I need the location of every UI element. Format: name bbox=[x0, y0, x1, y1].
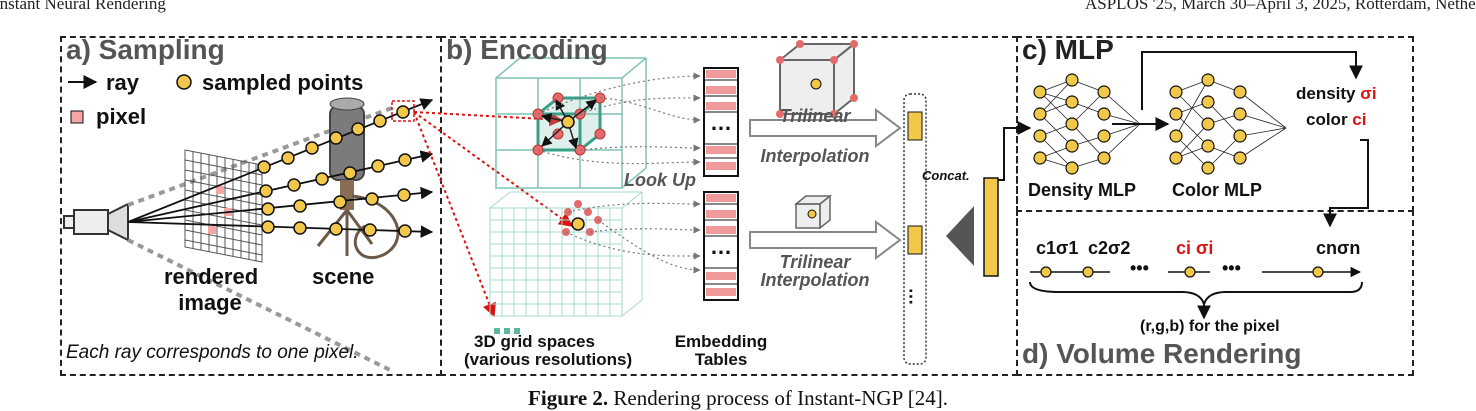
embedding-table-1 bbox=[703, 67, 739, 177]
camera-icon bbox=[63, 202, 129, 242]
interp-arrow-1 bbox=[749, 108, 902, 148]
color-output: color ci bbox=[1306, 110, 1367, 129]
sample-i: ci σi bbox=[1176, 238, 1214, 258]
trilinear-cube-large bbox=[777, 41, 857, 117]
interp-arrow-2 bbox=[749, 220, 902, 260]
lookup-label: Look Up bbox=[624, 170, 696, 190]
sample-2: c2σ2 bbox=[1088, 238, 1131, 258]
legend-points-label: sampled points bbox=[202, 70, 364, 95]
pixel-output-label: (r,g,b) for the pixel bbox=[1140, 318, 1280, 335]
concat-label: Concat. bbox=[922, 168, 970, 183]
sample-n: cnσn bbox=[1316, 238, 1361, 258]
title-volume-rendering: d) Volume Rendering bbox=[1022, 338, 1302, 369]
legend-pixel-label: pixel bbox=[96, 104, 147, 129]
legend-ray-label: ray bbox=[106, 70, 140, 95]
selected-point-box bbox=[391, 100, 415, 122]
sampling-note: Each ray corresponds to one pixel. bbox=[66, 342, 359, 363]
grid-label-1: 3D grid spaces bbox=[474, 332, 595, 351]
title-sampling: a) Sampling bbox=[66, 34, 225, 65]
sampled-points bbox=[257, 105, 412, 238]
title-mlp: c) MLP bbox=[1022, 34, 1114, 65]
tables-label-1: Embedding bbox=[674, 332, 768, 351]
legend-pixel-icon bbox=[70, 110, 84, 124]
dots-table-1: … bbox=[710, 110, 732, 135]
trilinear-label-2: Trilinear bbox=[779, 252, 851, 272]
sample-1: c1σ1 bbox=[1036, 238, 1079, 258]
scene-label: scene bbox=[312, 264, 375, 289]
dots-concat: … bbox=[905, 287, 926, 306]
embedding-table-2 bbox=[703, 191, 739, 301]
image-label: image bbox=[178, 290, 242, 315]
interpolation-label-2: Interpolation bbox=[760, 270, 870, 290]
ellipsis-1: ••• bbox=[1130, 258, 1149, 278]
running-header-right: ASPLOS '25, March 30–April 3, 2025, Rott… bbox=[1085, 0, 1476, 13]
rendered-label: rendered bbox=[164, 264, 259, 289]
tables-label-2: Tables bbox=[694, 350, 748, 369]
color-mlp-label: Color MLP bbox=[1172, 180, 1262, 200]
title-encoding: b) Encoding bbox=[446, 34, 608, 65]
concat-output bbox=[983, 177, 999, 277]
sum-brace bbox=[1029, 281, 1363, 308]
rendered-image-grid bbox=[184, 149, 263, 263]
grid-label-2: (various resolutions) bbox=[464, 350, 633, 369]
trilinear-label-1: Trilinear bbox=[779, 106, 851, 126]
color-mlp-net bbox=[1175, 79, 1287, 169]
density-output: density σi bbox=[1296, 84, 1377, 103]
density-mlp-label: Density MLP bbox=[1028, 180, 1137, 200]
interpolation-label-1: Interpolation bbox=[760, 146, 870, 166]
ellipsis-2: ••• bbox=[1222, 258, 1241, 278]
panel-volume-rendering bbox=[1016, 210, 1414, 376]
grid-ellipsis bbox=[494, 328, 520, 334]
running-header-left: Instant Neural Rendering bbox=[0, 0, 166, 13]
legend-point-icon bbox=[176, 74, 192, 90]
fine-grid bbox=[489, 191, 643, 317]
dots-table-2: … bbox=[710, 234, 732, 259]
concat-triangle bbox=[946, 206, 974, 266]
figure-caption: Figure 2. Rendering process of Instant-N… bbox=[528, 386, 948, 410]
